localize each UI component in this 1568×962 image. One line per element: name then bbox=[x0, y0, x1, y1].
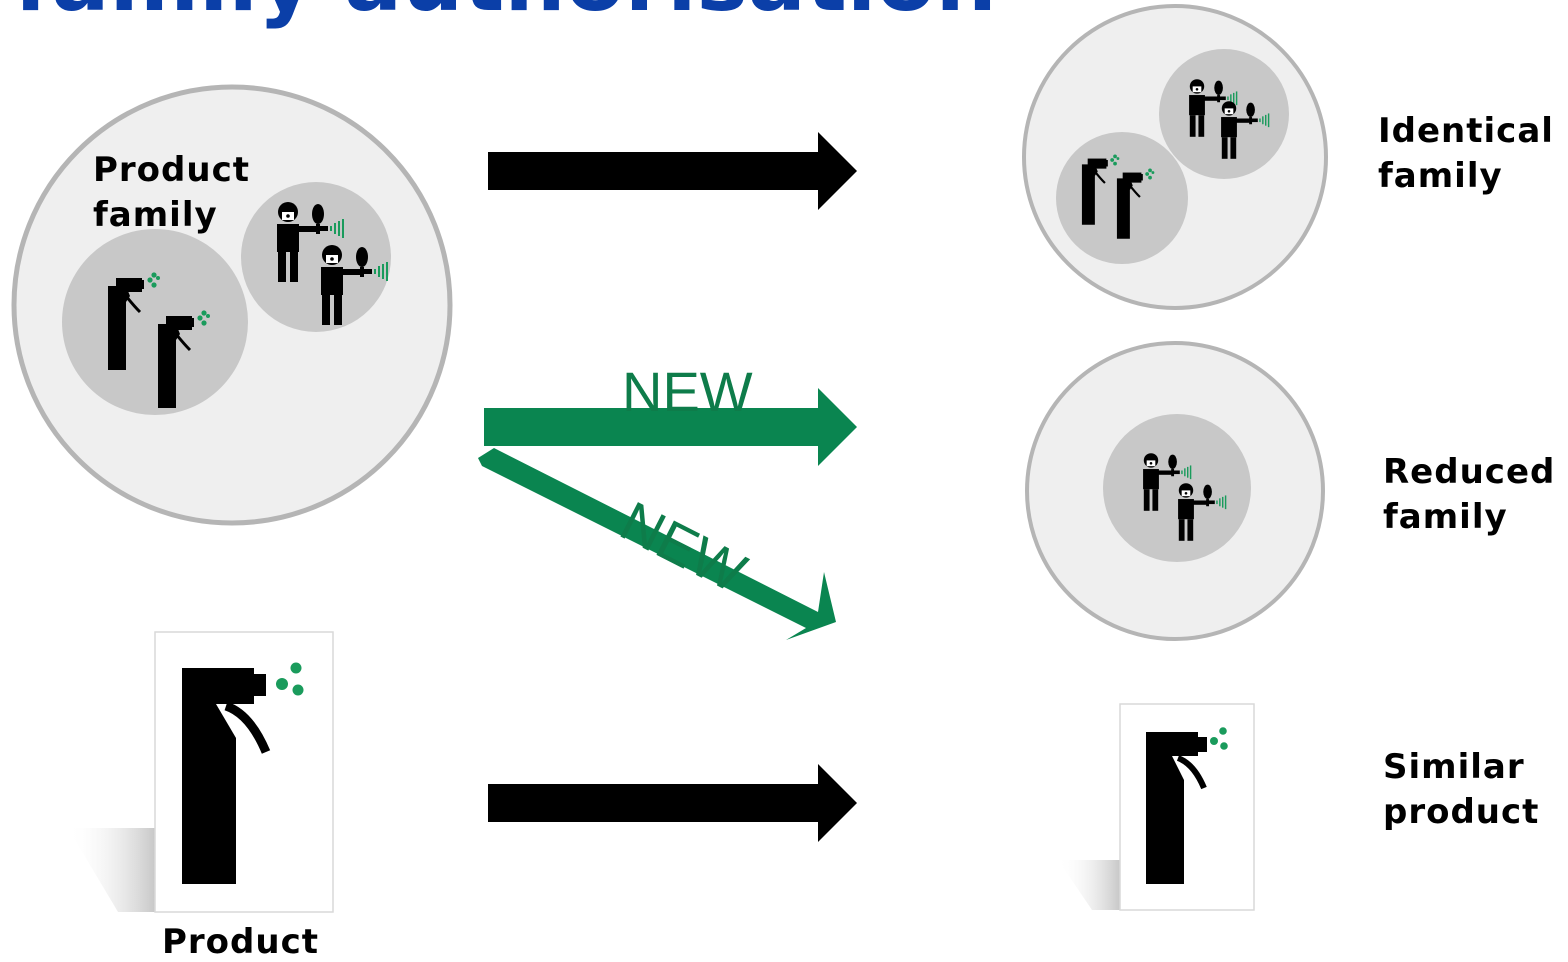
identical-family-outer-circle bbox=[1022, 4, 1328, 310]
arrow-to-identical-family bbox=[488, 132, 857, 210]
identical-family-label-line1: Identical bbox=[1378, 111, 1554, 151]
operator-subgroup-circle bbox=[1159, 49, 1289, 179]
similar-product-label-line2: product bbox=[1383, 792, 1540, 832]
reduced-family-label-line1: Reduced bbox=[1383, 452, 1556, 492]
reduced-family-group bbox=[1025, 341, 1325, 641]
reduced-family-label-line2: family bbox=[1383, 497, 1508, 537]
spray-bottle-icon bbox=[1146, 727, 1228, 884]
identical-family-label-line2: family bbox=[1378, 156, 1503, 196]
spray-bottle-icon bbox=[182, 662, 304, 884]
similar-product-card bbox=[1058, 703, 1255, 911]
arrow-to-similar-product bbox=[488, 764, 857, 842]
new-label-1: NEW bbox=[622, 360, 753, 423]
product-family-label-line2: family bbox=[93, 195, 218, 235]
new-arrow-to-reduced-family bbox=[484, 388, 857, 466]
new-arrow-to-similar-product bbox=[478, 448, 836, 640]
page-title: family authorisation bbox=[14, 0, 997, 24]
operator-subgroup-circle bbox=[241, 182, 391, 332]
product-family-label-line1: Product bbox=[93, 150, 250, 190]
operator-subgroup-circle bbox=[1103, 414, 1251, 562]
identical-family-group bbox=[1022, 4, 1328, 310]
product-card bbox=[68, 631, 334, 913]
product-family-group bbox=[11, 84, 453, 526]
product-label: Product bbox=[162, 922, 319, 962]
similar-product-label-line1: Similar bbox=[1383, 747, 1525, 787]
bottle-subgroup-circle bbox=[62, 229, 248, 415]
